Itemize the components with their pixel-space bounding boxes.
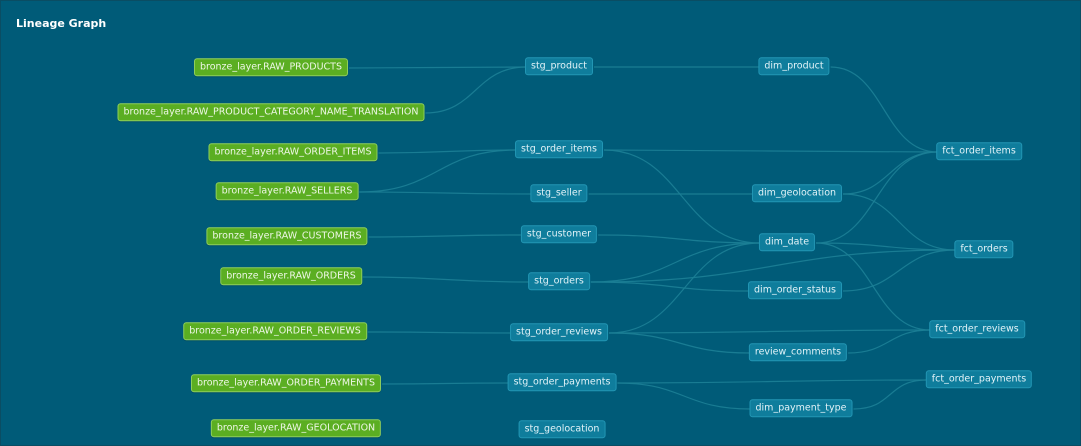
node-raw-order-items[interactable]: bronze_layer.RAW_ORDER_ITEMS xyxy=(208,143,378,161)
edge-src_products-to-stg_product xyxy=(349,66,527,69)
node-stg-geolocation[interactable]: stg_geolocation xyxy=(518,420,606,438)
edge-stg_orders-to-dim_date xyxy=(590,242,760,283)
edge-src_order_payments-to-stg_order_payments xyxy=(382,382,509,385)
node-raw-products[interactable]: bronze_layer.RAW_PRODUCTS xyxy=(193,58,349,76)
edge-src_sellers-to-stg_order_items xyxy=(359,149,517,193)
node-raw-orders[interactable]: bronze_layer.RAW_ORDERS xyxy=(220,267,362,285)
edge-dim_geolocation-to-fct_orders xyxy=(843,193,956,251)
edge-stg_order_reviews-to-fct_order_reviews xyxy=(608,329,931,334)
node-raw-product-category-name-translation[interactable]: bronze_layer.RAW_PRODUCT_CATEGORY_NAME_T… xyxy=(117,103,425,121)
edge-stg_order_items-to-dim_date xyxy=(603,149,760,244)
node-fct-orders[interactable]: fct_orders xyxy=(954,240,1014,258)
node-raw-order-reviews[interactable]: bronze_layer.RAW_ORDER_REVIEWS xyxy=(183,322,367,340)
edge-dim_geolocation-to-fct_order_items xyxy=(843,151,938,195)
node-stg-order-items[interactable]: stg_order_items xyxy=(515,140,603,158)
edge-src_order_reviews-to-stg_order_reviews xyxy=(367,331,512,334)
edge-src_customers-to-stg_customer xyxy=(368,234,522,238)
node-dim-payment-type[interactable]: dim_payment_type xyxy=(749,399,853,417)
node-stg-product[interactable]: stg_product xyxy=(525,57,593,75)
node-review-comments[interactable]: review_comments xyxy=(748,343,848,361)
edge-review_comments-to-fct_order_reviews xyxy=(848,329,931,354)
node-raw-geolocation[interactable]: bronze_layer.RAW_GEOLOCATION xyxy=(210,419,382,437)
node-dim-geolocation[interactable]: dim_geolocation xyxy=(751,184,843,202)
edge-src_order_items-to-stg_order_items xyxy=(378,149,517,154)
node-raw-customers[interactable]: bronze_layer.RAW_CUSTOMERS xyxy=(206,227,368,245)
node-dim-order-status[interactable]: dim_order_status xyxy=(748,281,842,299)
node-dim-date[interactable]: dim_date xyxy=(758,233,816,251)
edge-stg_orders-to-fct_orders xyxy=(590,249,956,283)
edge-src_orders-to-stg_orders xyxy=(362,276,530,283)
edge-stg_customer-to-dim_date xyxy=(598,234,760,244)
edge-src_sellers-to-stg_seller xyxy=(359,191,532,195)
node-stg-orders[interactable]: stg_orders xyxy=(528,272,590,290)
node-fct-order-reviews[interactable]: fct_order_reviews xyxy=(929,320,1025,338)
node-stg-order-payments[interactable]: stg_order_payments xyxy=(507,373,617,391)
node-raw-order-payments[interactable]: bronze_layer.RAW_ORDER_PAYMENTS xyxy=(190,374,382,392)
node-dim-product[interactable]: dim_product xyxy=(758,57,830,75)
edge-stg_order_reviews-to-dim_date xyxy=(608,242,760,334)
edge-dim_date-to-fct_orders xyxy=(816,242,956,251)
edge-stg_orders-to-dim_order_status xyxy=(590,281,750,292)
edge-stg_order_reviews-to-review_comments xyxy=(608,332,750,354)
edge-stg_order_payments-to-fct_order_payments xyxy=(617,379,927,384)
node-raw-sellers[interactable]: bronze_layer.RAW_SELLERS xyxy=(215,182,359,200)
graph-title: Lineage Graph xyxy=(16,17,107,30)
node-stg-seller[interactable]: stg_seller xyxy=(530,184,588,202)
edge-dim_product-to-fct_order_items xyxy=(830,66,938,153)
edge-dim_order_status-to-fct_orders xyxy=(842,249,956,292)
edge-src_category-to-stg_product xyxy=(425,66,527,114)
node-fct-order-payments[interactable]: fct_order_payments xyxy=(925,370,1033,388)
node-stg-order-reviews[interactable]: stg_order_reviews xyxy=(510,323,608,341)
edge-stg_order_payments-to-dim_payment_type xyxy=(617,382,751,410)
edge-dim_date-to-fct_order_items xyxy=(816,151,938,244)
edge-stg_order_items-to-fct_order_items xyxy=(603,149,938,153)
node-stg-customer[interactable]: stg_customer xyxy=(520,225,598,243)
node-fct-order-items[interactable]: fct_order_items xyxy=(936,142,1022,160)
edge-dim_payment_type-to-fct_order_payments xyxy=(853,379,927,410)
